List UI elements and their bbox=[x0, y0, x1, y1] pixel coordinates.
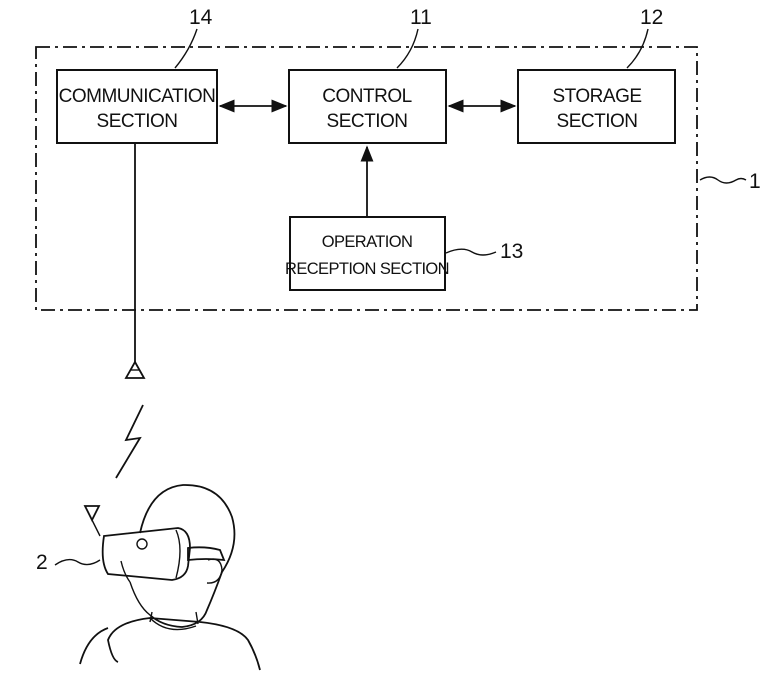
storage-section-block: STORAGE SECTION bbox=[517, 69, 676, 144]
ref-1: 1 bbox=[749, 170, 761, 193]
ref-14: 14 bbox=[189, 6, 213, 29]
ref-12: 12 bbox=[640, 6, 663, 29]
operation-label-line2: RECEPTION SECTION bbox=[285, 260, 449, 278]
storage-label-line1: STORAGE bbox=[552, 86, 641, 107]
operation-label-line1: OPERATION bbox=[322, 233, 413, 251]
control-section-block: CONTROL SECTION bbox=[288, 69, 447, 144]
user-with-headset-illustration bbox=[79, 484, 261, 671]
leader-2 bbox=[54, 558, 101, 566]
storage-label-line2: SECTION bbox=[557, 111, 638, 132]
leader-1 bbox=[699, 176, 747, 184]
antenna-icon bbox=[124, 360, 146, 379]
ref-2: 2 bbox=[36, 551, 48, 574]
communication-label-line2: SECTION bbox=[97, 111, 178, 132]
leader-14 bbox=[174, 28, 198, 69]
leader-11 bbox=[396, 28, 419, 69]
ref-13: 13 bbox=[500, 240, 523, 263]
wireless-signal-icon bbox=[115, 404, 144, 479]
leader-12 bbox=[626, 28, 649, 69]
device-boundary bbox=[35, 46, 698, 311]
control-label-line1: CONTROL bbox=[322, 86, 411, 107]
communication-section-block: COMMUNICATION SECTION bbox=[56, 69, 218, 144]
leader-13 bbox=[445, 248, 497, 256]
communication-label-line1: COMMUNICATION bbox=[59, 86, 216, 107]
headset-icon bbox=[83, 505, 226, 581]
control-label-line2: SECTION bbox=[327, 111, 408, 132]
ref-11: 11 bbox=[410, 6, 432, 29]
operation-reception-section-block: OPERATION RECEPTION SECTION bbox=[285, 216, 450, 291]
